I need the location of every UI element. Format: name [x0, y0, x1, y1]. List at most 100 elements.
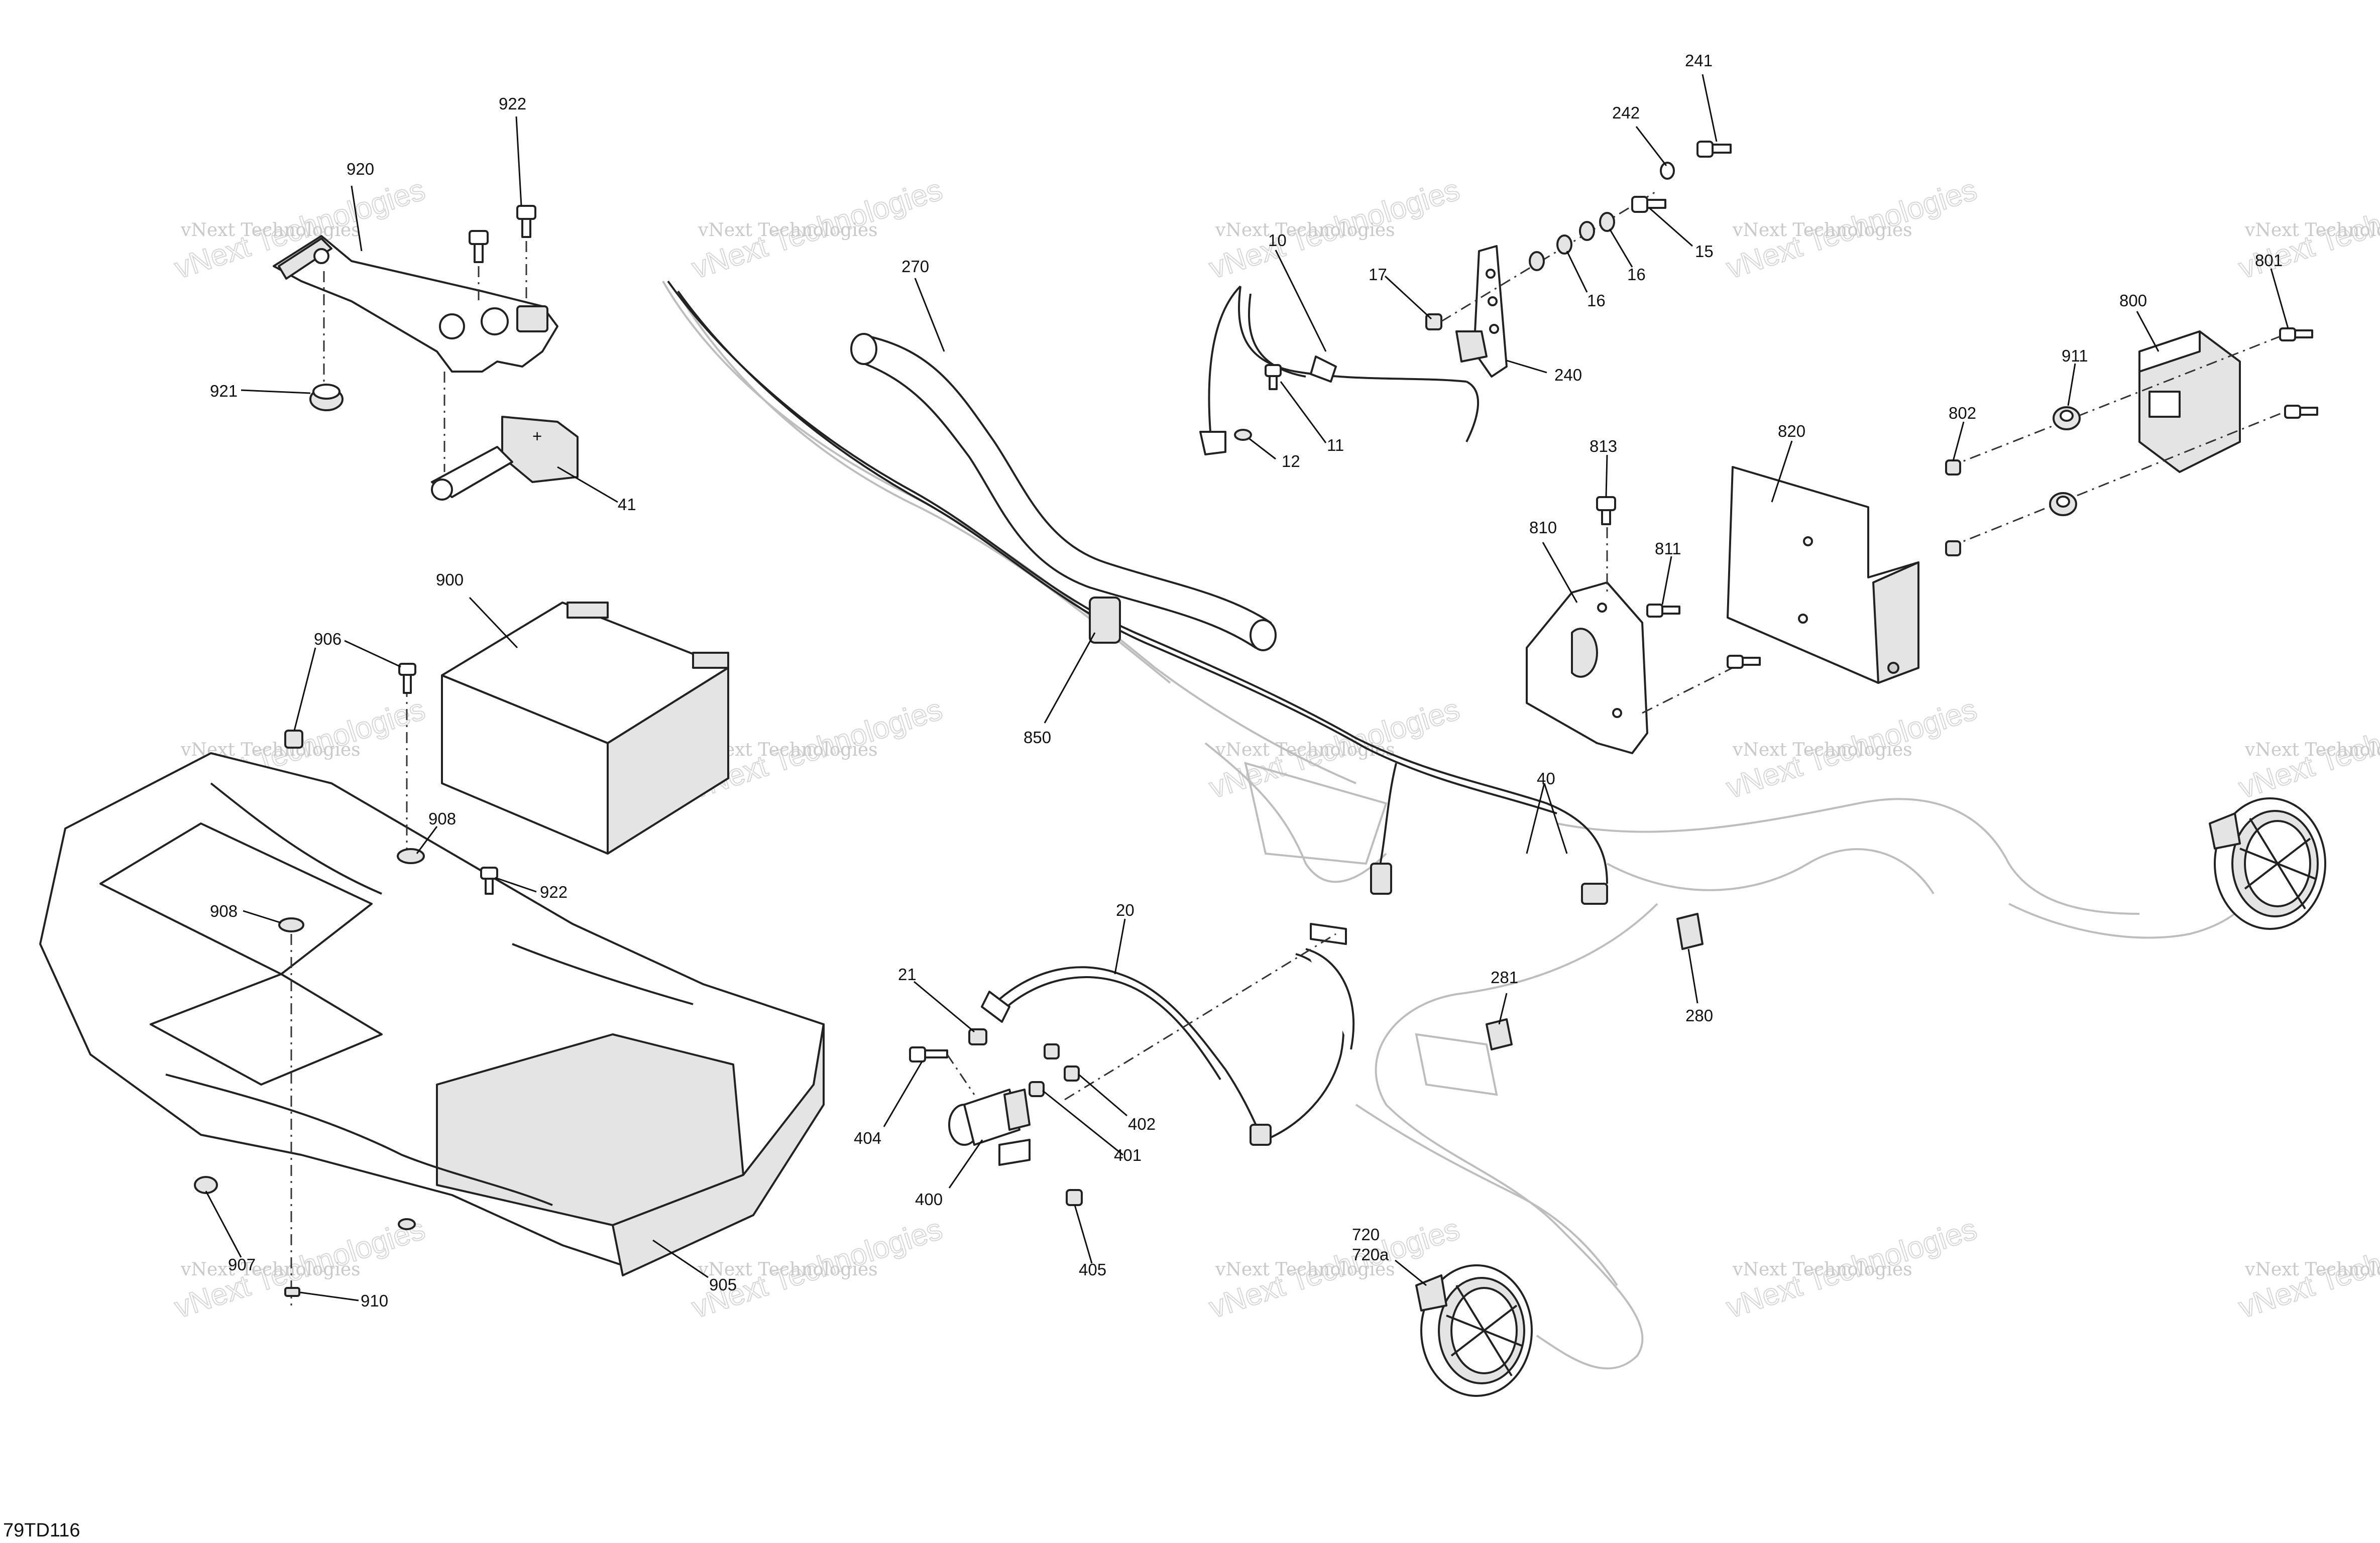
callout: 402	[1128, 1115, 1156, 1133]
callout: 911	[2062, 346, 2088, 365]
svg-text:vNext Technologies: vNext Technologies	[1732, 1259, 1912, 1280]
callout: 921	[210, 382, 238, 400]
callout: 21	[898, 965, 917, 984]
bolt	[1696, 141, 1732, 158]
heat-shield	[1727, 466, 1919, 684]
callout: 11	[1327, 436, 1344, 454]
voltage-regulator	[2138, 330, 2241, 473]
callout: 820	[1778, 422, 1805, 440]
watermark: vNext Technologies vNext Technologies	[1205, 172, 1464, 286]
watermark: vNext Technologies vNext Technologies	[688, 1212, 947, 1325]
callout: 811	[1655, 539, 1681, 558]
nut	[1945, 459, 1961, 476]
callout: 10	[1268, 231, 1287, 250]
headlight	[2209, 797, 2326, 930]
callout: 15	[1695, 242, 1714, 261]
nut	[968, 1028, 987, 1045]
callout: 908	[210, 902, 238, 920]
cable-clip	[1676, 913, 1704, 950]
callout: 910	[361, 1291, 388, 1310]
watermark: vNext Technologies vNext Technologies	[1722, 1212, 1981, 1325]
callout: 20	[1116, 901, 1135, 919]
nut	[284, 730, 303, 749]
ground-cable	[1199, 285, 1479, 455]
bolt	[2284, 405, 2318, 419]
callout: 905	[709, 1275, 737, 1294]
watermark: vNext Technologies vNext Technologies	[1722, 172, 1981, 286]
mounting-bracket	[1455, 245, 1508, 378]
bolt	[469, 230, 489, 263]
spacer	[2049, 492, 2077, 516]
bolt	[2279, 327, 2313, 341]
callout: 405	[1079, 1260, 1106, 1279]
figure-code: 79TD116	[3, 1520, 80, 1541]
callouts: 241 242 922 920 921 41 270 10 17 15 16 1…	[210, 51, 2283, 1310]
grommet	[309, 384, 344, 411]
callout: 270	[901, 257, 929, 276]
callout: 404	[854, 1129, 881, 1147]
callout: 720	[1352, 1225, 1380, 1244]
washer	[1660, 162, 1675, 180]
bolt	[516, 205, 536, 238]
callout: 281	[1491, 968, 1518, 987]
callout: 240	[1554, 366, 1582, 384]
callout: 720a	[1352, 1245, 1389, 1264]
bolt	[1646, 604, 1680, 618]
regulator-bracket	[1526, 581, 1648, 754]
watermark: vNext Technologies vNext Technologies	[170, 1212, 429, 1325]
washer	[278, 917, 304, 932]
svg-text:vNext Technologies: vNext Technologies	[698, 1259, 878, 1280]
background-wiring-harness	[662, 281, 2261, 1370]
svg-text:vNext Technologies: vNext Technologies	[2244, 740, 2380, 760]
callout: 906	[314, 630, 342, 648]
washers	[1529, 212, 1615, 271]
svg-text:vNext Technologies: vNext Technologies	[1215, 220, 1395, 241]
washer	[1234, 429, 1252, 441]
washer	[397, 848, 425, 864]
svg-text:vNext Technologies: vNext Technologies	[180, 1259, 361, 1280]
battery	[441, 602, 729, 855]
callout: 800	[2119, 291, 2147, 310]
svg-text:vNext Technologies: vNext Technologies	[1732, 740, 1912, 760]
nut	[1044, 1043, 1060, 1059]
callout: 900	[436, 570, 464, 589]
starter-solenoid	[948, 1089, 1031, 1166]
callout: 801	[2255, 251, 2283, 270]
bolt	[909, 1046, 948, 1062]
svg-text:vNext Technologies: vNext Technologies	[2244, 1259, 2380, 1280]
spacer	[2053, 406, 2081, 430]
watermark: vNext Technologies vNext Technologies	[2234, 1212, 2380, 1325]
watermark: vNext Technologies vNext Technologies	[2234, 692, 2380, 805]
callout: 922	[499, 94, 526, 113]
svg-text:vNext Technologies: vNext Technologies	[180, 220, 361, 241]
nut	[1064, 1065, 1080, 1082]
main-wiring-harness	[667, 280, 1608, 905]
callout: 922	[540, 883, 568, 901]
callout: 400	[915, 1190, 943, 1209]
callout: 241	[1685, 51, 1713, 70]
svg-text:vNext Technologies: vNext Technologies	[1215, 1259, 1395, 1280]
battery-tray	[39, 752, 825, 1276]
callout: 16	[1627, 265, 1646, 284]
bolt	[480, 867, 498, 895]
positive-terminal-cover: +	[431, 416, 579, 501]
callout: 16	[1587, 291, 1606, 310]
callout: 401	[1114, 1146, 1142, 1164]
callout: 920	[347, 160, 374, 178]
nut	[398, 1218, 416, 1230]
positive-cable	[981, 923, 1355, 1146]
svg-text:+: +	[532, 427, 542, 445]
callout: 12	[1282, 452, 1300, 470]
bolt	[398, 663, 416, 694]
callout: 810	[1529, 518, 1557, 537]
clip	[284, 1287, 300, 1297]
bolt	[1727, 655, 1761, 669]
callout: 280	[1685, 1006, 1713, 1025]
nut	[1066, 1189, 1083, 1206]
callout: 17	[1369, 265, 1387, 284]
nut	[1945, 540, 1961, 556]
callout: 850	[1024, 728, 1051, 747]
callout: 40	[1537, 769, 1555, 788]
nut	[1029, 1081, 1045, 1097]
